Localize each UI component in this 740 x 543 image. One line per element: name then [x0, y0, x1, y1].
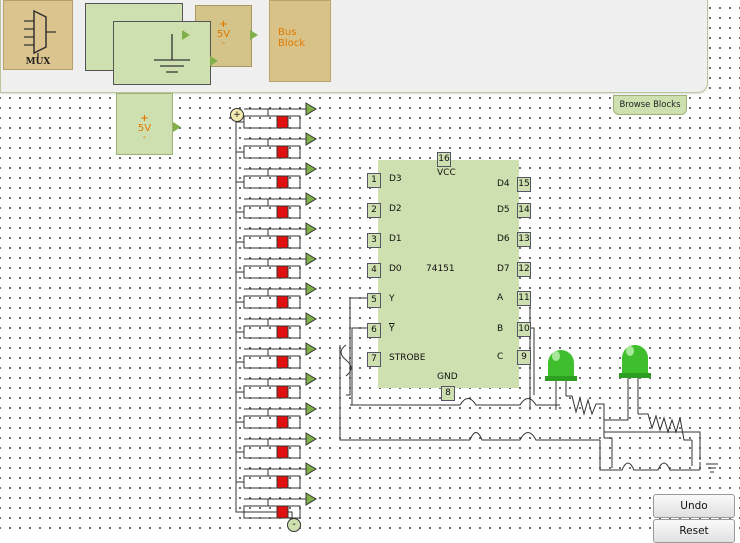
switch-11[interactable] — [236, 402, 317, 429]
ground-block[interactable] — [113, 21, 211, 85]
chip-label-y-bar: Y — [389, 324, 395, 334]
pin-1[interactable]: 1 — [367, 173, 381, 188]
power-minus: - — [221, 38, 226, 49]
mux-label: MUX — [25, 57, 51, 67]
bus-label-line1: Bus — [278, 27, 297, 38]
pin-5[interactable]: 5 — [367, 293, 381, 308]
switch-bank-minus-terminal[interactable]: - — [287, 518, 301, 532]
bus-label-line2: Block — [278, 38, 306, 49]
chip-vcc-label: VCC — [437, 168, 456, 178]
ground-icon — [154, 34, 190, 73]
chip-label-strobe: STROBE — [389, 353, 426, 363]
switch-9[interactable] — [236, 342, 317, 369]
switch-4[interactable] — [236, 192, 317, 219]
chip-gnd-label: GND — [437, 372, 458, 382]
canvas-power-minus: - — [142, 132, 147, 143]
pin-14[interactable]: 14 — [517, 203, 531, 218]
pin-4[interactable]: 4 — [367, 263, 381, 278]
chip-label-d7: D7 — [497, 264, 510, 274]
switch-5[interactable] — [236, 222, 317, 249]
pin-10[interactable]: 10 — [517, 322, 531, 337]
pin-15[interactable]: 15 — [517, 177, 531, 192]
mux-block[interactable]: MUX — [3, 0, 73, 70]
chip-label-d4: D4 — [497, 179, 510, 189]
chip-label-d3: D3 — [389, 174, 402, 184]
chip-label-a: A — [497, 293, 504, 303]
chip-label-d2: D2 — [389, 204, 402, 214]
switch-13[interactable] — [236, 462, 317, 489]
switch-8[interactable] — [236, 312, 317, 339]
switch-2[interactable] — [236, 132, 317, 159]
chip-part-label: 74151 — [426, 264, 455, 274]
pin-6[interactable]: 6 — [367, 323, 381, 338]
switch-12[interactable] — [236, 432, 317, 459]
pin-11[interactable]: 11 — [517, 291, 531, 306]
undo-button[interactable]: Undo — [653, 494, 735, 518]
browse-blocks-button[interactable]: Browse Blocks — [613, 95, 687, 115]
component-palette: MUX + 5V - Bus Block — [0, 0, 708, 93]
switch-bank-plus-terminal[interactable]: + — [230, 108, 244, 122]
pin-16[interactable]: 16 — [437, 152, 451, 167]
mux-icon — [24, 9, 56, 57]
chip-label-d0: D0 — [389, 264, 402, 274]
chip-74151[interactable] — [378, 160, 519, 388]
switch-1[interactable] — [236, 102, 317, 129]
chip-label-d5: D5 — [497, 205, 510, 215]
chip-label-b: B — [497, 324, 504, 334]
bus-block[interactable]: Bus Block — [269, 0, 331, 82]
pin-7[interactable]: 7 — [367, 352, 381, 367]
pin-3[interactable]: 3 — [367, 233, 381, 248]
chip-label-d6: D6 — [497, 234, 510, 244]
canvas-power-block[interactable]: + 5V - — [116, 93, 173, 155]
chip-label-d1: D1 — [389, 234, 402, 244]
reset-button[interactable]: Reset — [653, 519, 735, 543]
canvas-power-plus: + — [140, 113, 149, 124]
led-2 — [619, 345, 651, 378]
switch-7[interactable] — [236, 282, 317, 309]
pin-12[interactable]: 12 — [517, 262, 531, 277]
chip-label-c: C — [497, 352, 504, 362]
power-plus: + — [219, 19, 228, 30]
switch-3[interactable] — [236, 162, 317, 189]
switch-14[interactable] — [236, 492, 317, 519]
pin-8[interactable]: 8 — [441, 386, 455, 401]
pin-9[interactable]: 9 — [517, 350, 531, 365]
chip-label-y: Y — [389, 294, 395, 304]
canvas-power-label: 5V — [137, 123, 152, 134]
pin-2[interactable]: 2 — [367, 203, 381, 218]
power-label: 5V — [216, 29, 231, 40]
led-1 — [545, 350, 577, 381]
pin-13[interactable]: 13 — [517, 232, 531, 247]
switch-6[interactable] — [236, 252, 317, 279]
switch-10[interactable] — [236, 372, 317, 399]
